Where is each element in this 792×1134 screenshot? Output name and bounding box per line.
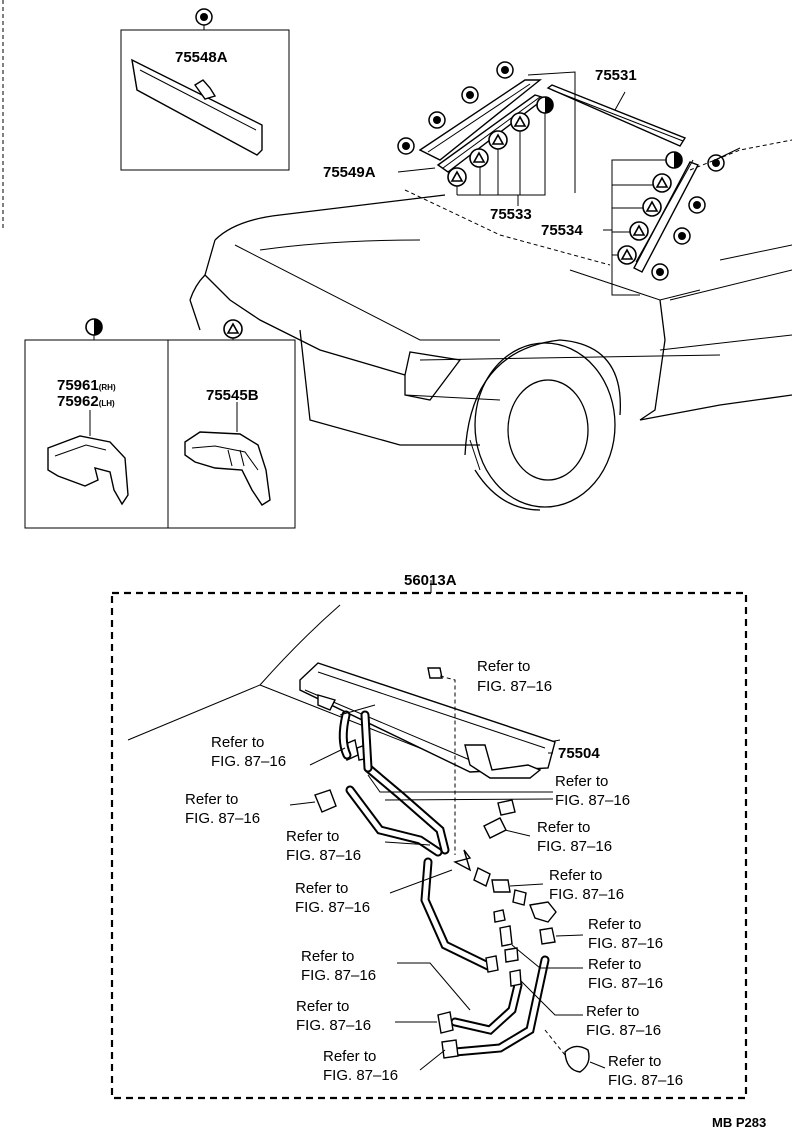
part-label-75962: 75962(LH) xyxy=(57,393,115,410)
screw-icon xyxy=(397,137,415,155)
reference-label: Refer to FIG. 87–16 xyxy=(185,791,260,827)
svg-text:Refer to: Refer to xyxy=(295,880,348,897)
reference-label: Refer to FIG. 87–16 xyxy=(586,1003,661,1039)
reference-label: Refer to FIG. 87–16 xyxy=(295,880,370,916)
svg-text:FIG. 87–16: FIG. 87–16 xyxy=(588,935,663,952)
screw-icon xyxy=(428,111,446,129)
svg-text:FIG. 87–16: FIG. 87–16 xyxy=(555,792,630,809)
part-label-75533: 75533 xyxy=(490,206,532,223)
svg-text:FIG. 87–16: FIG. 87–16 xyxy=(323,1067,398,1084)
part-label-75549A: 75549A xyxy=(323,164,376,181)
svg-text:Refer to: Refer to xyxy=(588,916,641,933)
svg-text:Refer to: Refer to xyxy=(608,1053,661,1070)
half-circle-clip-icon xyxy=(665,151,683,169)
triangle-clip-icon xyxy=(642,197,662,217)
svg-text:FIG. 87–16: FIG. 87–16 xyxy=(549,886,624,903)
screw-icon xyxy=(195,8,213,26)
reference-label: Refer to FIG. 87–16 xyxy=(537,819,612,855)
reference-label: Refer to FIG. 87–16 xyxy=(588,956,663,992)
triangle-clip-icon xyxy=(469,148,489,168)
part-label-75504: 75504 xyxy=(558,745,600,762)
svg-text:FIG. 87–16: FIG. 87–16 xyxy=(588,975,663,992)
svg-text:FIG. 87–16: FIG. 87–16 xyxy=(477,678,552,695)
reference-label: Refer to FIG. 87–16 xyxy=(477,658,552,695)
reference-label: Refer to FIG. 87–16 xyxy=(555,773,630,809)
svg-text:FIG. 87–16: FIG. 87–16 xyxy=(586,1022,661,1039)
svg-text:Refer to: Refer to xyxy=(477,658,530,675)
svg-text:FIG. 87–16: FIG. 87–16 xyxy=(537,838,612,855)
part-label-75534: 75534 xyxy=(541,222,583,239)
triangle-clip-icon xyxy=(652,173,672,193)
svg-text:Refer to: Refer to xyxy=(537,819,590,836)
reference-label: Refer to FIG. 87–16 xyxy=(286,828,361,864)
svg-text:Refer to: Refer to xyxy=(549,867,602,884)
panel-clips xyxy=(24,318,296,529)
triangle-clip-icon xyxy=(617,245,637,265)
triangle-clip-icon xyxy=(629,221,649,241)
part-number-labels: 75548A 75531 75549A 75533 75534 75961(RH… xyxy=(57,49,637,762)
triangle-clip-icon xyxy=(488,130,508,150)
washer-assembly xyxy=(110,580,748,1100)
screw-icon xyxy=(673,227,691,245)
cowl-moldings xyxy=(397,61,725,296)
car-body-outline xyxy=(189,139,792,511)
reference-label: Refer to FIG. 87–16 xyxy=(211,734,286,770)
reference-label: Refer to FIG. 87–16 xyxy=(549,867,624,903)
triangle-clip-icon xyxy=(447,167,467,187)
part-label-75545B: 75545B xyxy=(206,387,259,404)
reference-label: Refer to FIG. 87–16 xyxy=(296,998,371,1034)
svg-text:Refer to: Refer to xyxy=(323,1048,376,1065)
half-circle-clip-icon xyxy=(85,318,103,336)
svg-text:Refer to: Refer to xyxy=(286,828,339,845)
screw-icon xyxy=(688,196,706,214)
part-label-75961: 75961(RH) xyxy=(57,377,116,394)
half-circle-clip-icon xyxy=(536,96,554,114)
svg-text:Refer to: Refer to xyxy=(555,773,608,790)
triangle-clip-icon xyxy=(510,112,530,132)
part-label-75531: 75531 xyxy=(595,67,637,84)
svg-text:FIG. 87–16: FIG. 87–16 xyxy=(608,1072,683,1089)
svg-text:FIG. 87–16: FIG. 87–16 xyxy=(185,810,260,827)
triangle-clip-icon xyxy=(223,319,243,339)
screw-icon xyxy=(496,61,514,79)
screw-icon xyxy=(461,86,479,104)
reference-label: Refer to FIG. 87–16 xyxy=(588,916,663,952)
reference-label: Refer to FIG. 87–16 xyxy=(301,948,376,984)
svg-text:FIG. 87–16: FIG. 87–16 xyxy=(301,967,376,984)
figure-code: MB P283 xyxy=(712,1115,766,1130)
svg-text:Refer to: Refer to xyxy=(588,956,641,973)
svg-text:Refer to: Refer to xyxy=(296,998,349,1015)
screw-icon xyxy=(707,154,725,172)
part-label-75548A: 75548A xyxy=(175,49,228,66)
svg-text:FIG. 87–16: FIG. 87–16 xyxy=(211,753,286,770)
svg-text:FIG. 87–16: FIG. 87–16 xyxy=(286,847,361,864)
reference-label: Refer to FIG. 87–16 xyxy=(323,1048,398,1084)
svg-text:Refer to: Refer to xyxy=(586,1003,639,1020)
part-label-56013A: 56013A xyxy=(404,572,457,589)
screw-icon xyxy=(651,263,669,281)
reference-labels: Refer to FIG. 87–16 Refer to FIG. 87–16 Re… xyxy=(185,658,683,1089)
svg-text:FIG. 87–16: FIG. 87–16 xyxy=(295,899,370,916)
reference-label: Refer to FIG. 87–16 xyxy=(608,1053,683,1089)
panel-75548A xyxy=(120,8,290,171)
svg-text:Refer to: Refer to xyxy=(301,948,354,965)
svg-text:Refer to: Refer to xyxy=(211,734,264,751)
svg-text:FIG. 87–16: FIG. 87–16 xyxy=(296,1017,371,1034)
svg-text:Refer to: Refer to xyxy=(185,791,238,808)
